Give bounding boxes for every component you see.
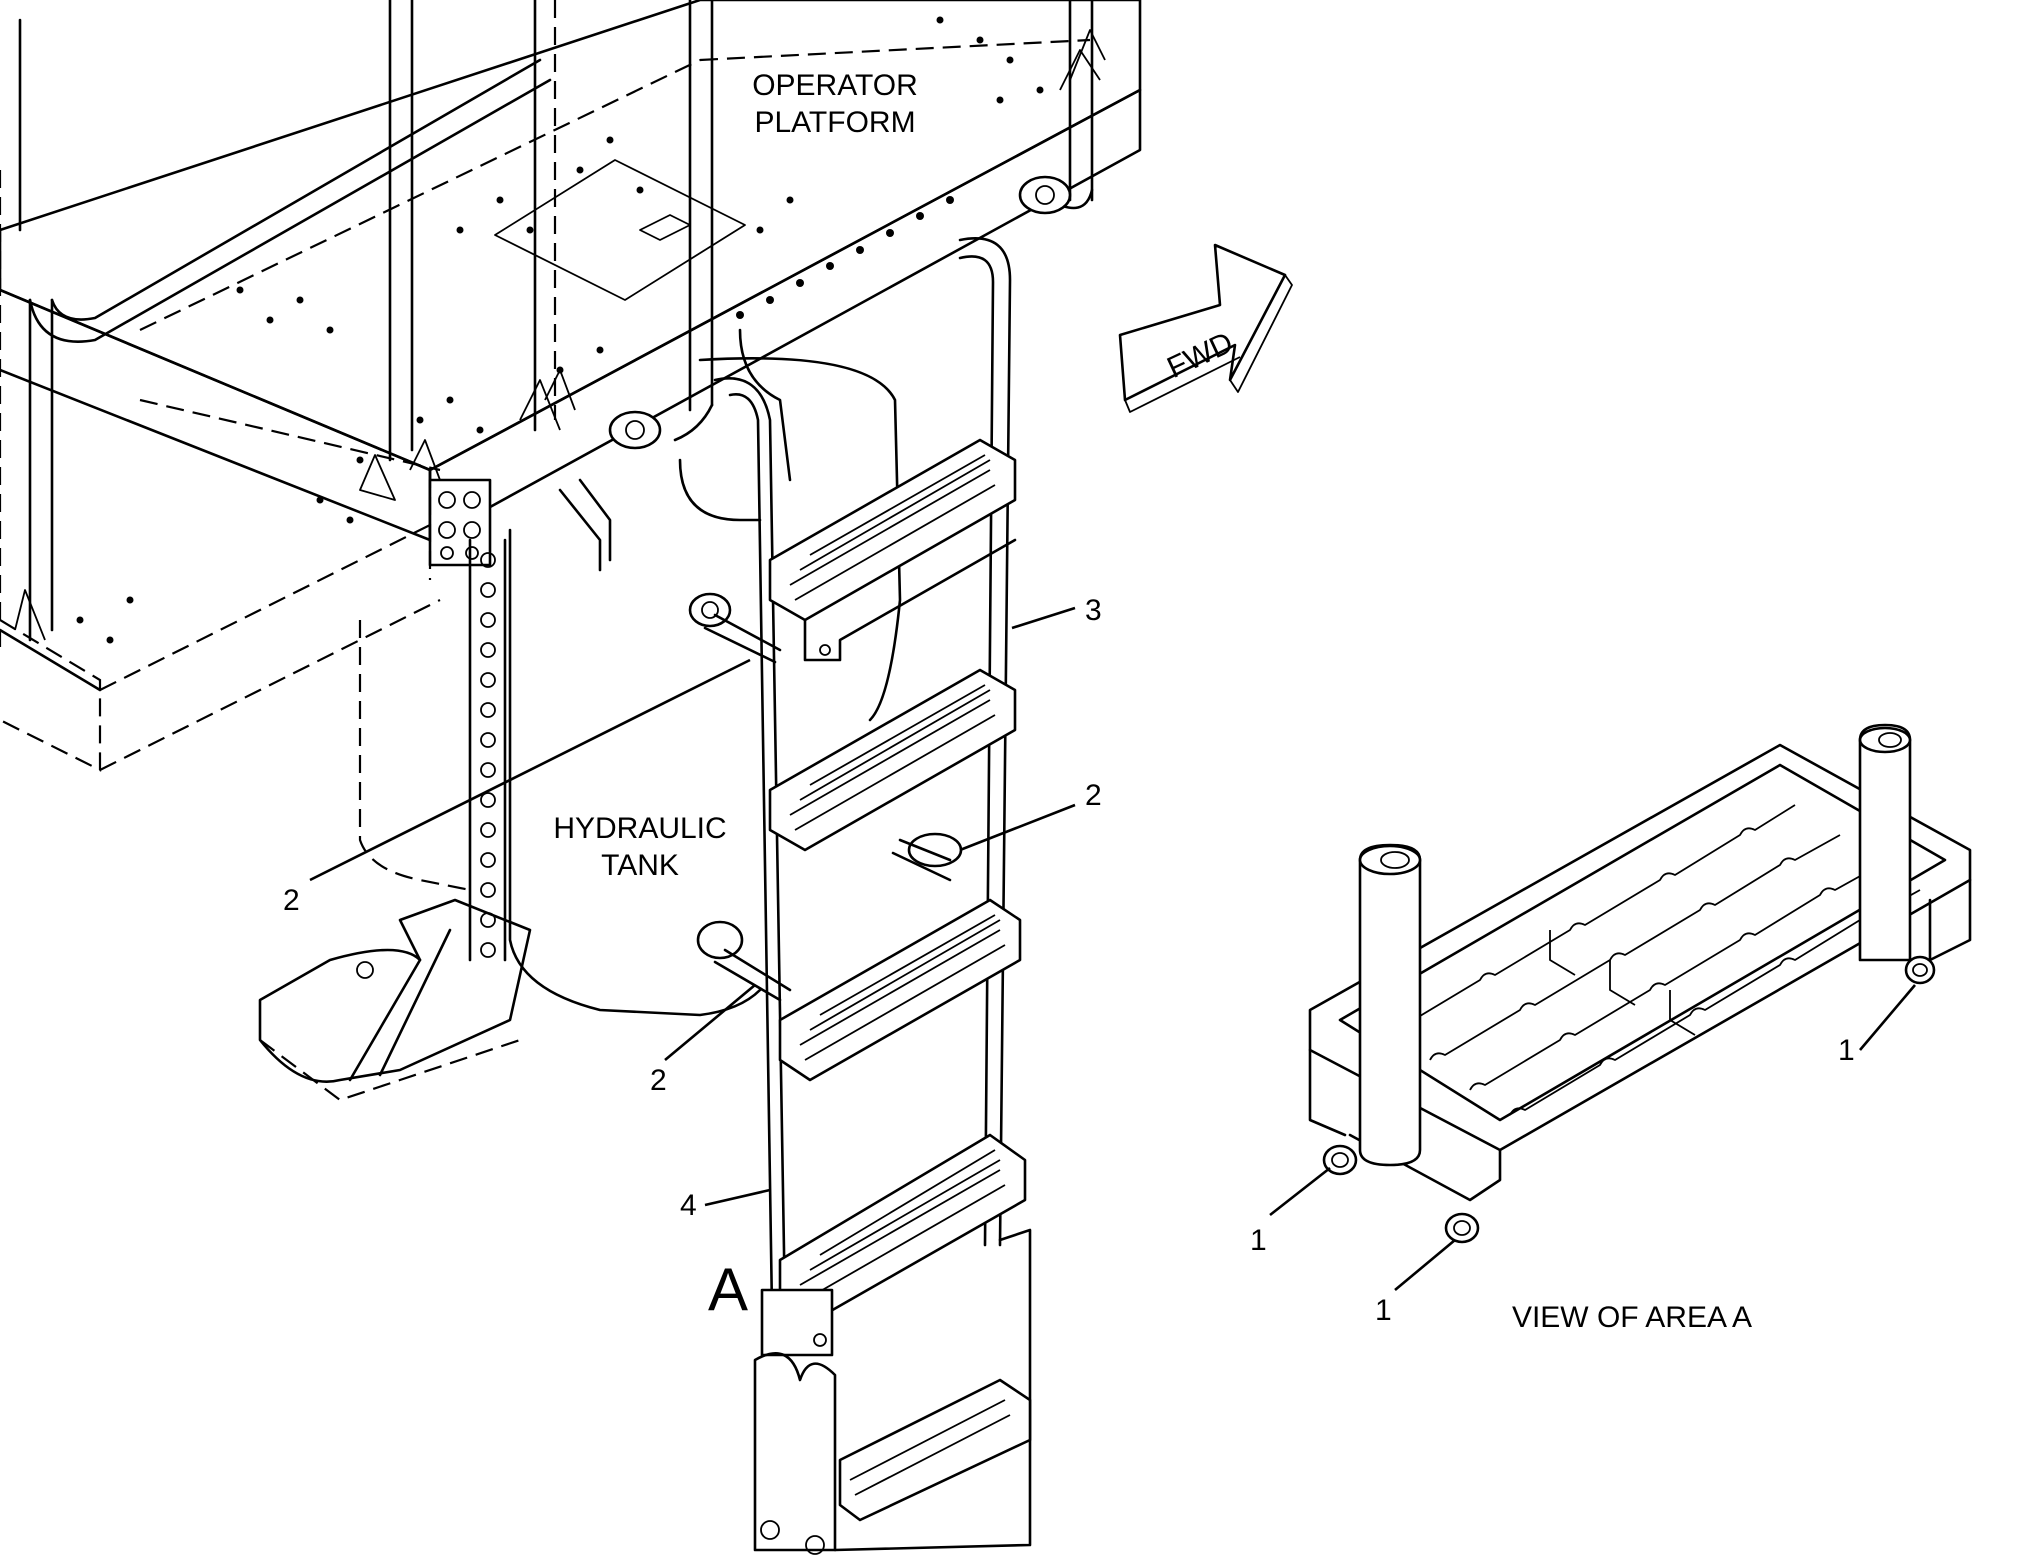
operator-platform [0, 0, 1142, 772]
callout-item-3: 3 [1085, 594, 1102, 627]
callout-item-4: 4 [680, 1189, 697, 1222]
deck-bolt-holes [76, 16, 1044, 644]
ladder-step-1 [768, 438, 1017, 662]
callout-item-2-lower: 2 [650, 1064, 667, 1097]
mounting-pin-upper [688, 592, 782, 664]
operator-platform-label-line1: OPERATOR [752, 69, 918, 102]
forward-arrow [1118, 243, 1293, 413]
ladder [713, 237, 1032, 1555]
face-bolt-row [736, 196, 954, 319]
tank-bolt-row [468, 538, 507, 962]
callout-item-1-right: 1 [1838, 1034, 1855, 1067]
callout-item-1-bottom: 1 [1375, 1294, 1392, 1327]
leader-lines [309, 606, 1916, 1291]
ladder-step-2 [768, 668, 1017, 852]
detail-bolt-bottom [1444, 1212, 1480, 1244]
callout-item-2-upper-right: 2 [1085, 779, 1102, 812]
handrails [0, 0, 1094, 650]
hydraulic-tank [358, 328, 902, 1017]
detail-bolt-left [1322, 1144, 1358, 1176]
hydraulic-tank-label-line2: TANK [601, 849, 679, 882]
hydraulic-tank-label-line1: HYDRAULIC [553, 812, 726, 845]
operator-platform-label-line2: PLATFORM [754, 106, 915, 139]
base-bracket [258, 898, 532, 1102]
area-a-marker: A [708, 1256, 748, 1323]
callout-item-1-left: 1 [1250, 1224, 1267, 1257]
view-caption: VIEW OF AREA A [1512, 1301, 1752, 1334]
detail-view-area-a [1308, 723, 1972, 1244]
mounting-pin-lower [696, 920, 792, 1002]
ladder-step-3 [778, 898, 1022, 1082]
callout-item-2-left: 2 [283, 884, 300, 917]
mounting-pin-middle [891, 832, 963, 882]
detail-bolt-right [1904, 955, 1936, 985]
